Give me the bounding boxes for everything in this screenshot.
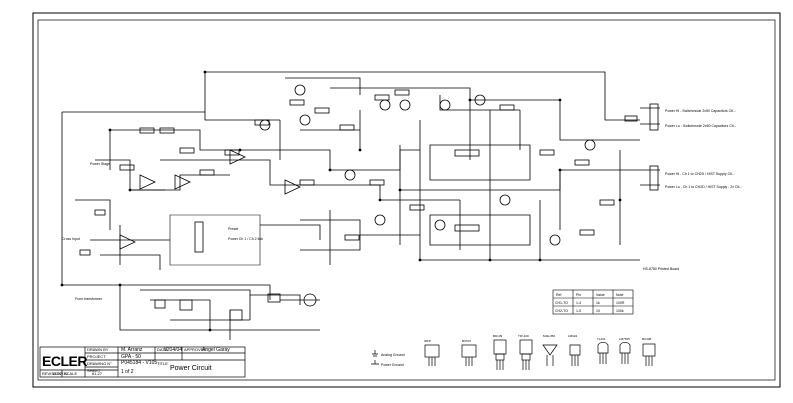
sheet-label: SHEET <box>87 368 101 373</box>
table-cell: 10 <box>596 309 600 313</box>
table-cell: 100R <box>616 301 625 305</box>
approved-label: APPROVED <box>184 347 207 352</box>
revision: 13.07/10 <box>52 371 68 376</box>
sheet: 1 of 2 <box>121 369 134 375</box>
date-label: DATE <box>157 347 168 352</box>
table-cell: CH2-TO <box>555 309 568 313</box>
legend-power-ground: Power Ground <box>381 363 404 367</box>
drawn-by-label: DRAWN BY <box>87 347 109 352</box>
note-ch-link: Power Ch 1 / Ch 2 link <box>228 237 263 241</box>
scale: 61.27 <box>92 371 103 376</box>
package-label: BC338 <box>642 337 652 341</box>
package-label: IRFP <box>424 339 431 343</box>
drawing-label: DRAWING N° <box>87 361 112 366</box>
title-block-frame <box>39 346 246 378</box>
component-clusters <box>79 89 638 321</box>
note-right-mid-1: Power Hi - Ch 1 to CH2D / HIST Supply Ct… <box>665 172 735 176</box>
inner-border <box>37 19 776 381</box>
outer-border <box>32 12 781 388</box>
note-power-stage: Power Stage <box>90 162 110 166</box>
drawing-number: P045184 - V105 <box>121 360 158 366</box>
table-header-3: Note <box>616 293 623 297</box>
package-row <box>424 339 656 370</box>
table-cell: CH1-TO <box>555 301 568 305</box>
title-label: TITLE <box>157 361 168 366</box>
project: GPA - 50 <box>121 354 141 360</box>
table-header-1: Pin <box>576 293 581 297</box>
table-cell: 1-4 <box>576 301 581 305</box>
note-pcb: HS-8780 Printed Board <box>643 267 679 271</box>
table-header-2: Value <box>596 293 605 297</box>
table-cell: 100k <box>616 309 624 313</box>
package-label: TIP-100 <box>518 334 529 338</box>
revision-label: REVISION <box>42 371 62 376</box>
note-preset: Preset <box>228 227 238 231</box>
drawn-by: M. Arranz <box>121 347 143 353</box>
drawing-title: Power Circuit <box>170 365 212 372</box>
note-right-mid-2: Power Lo - Ch 1 to CH2D / HIST Supply - … <box>665 185 742 189</box>
package-label: MJE-350 <box>543 334 555 338</box>
note-from-transformer: From transformer <box>75 297 103 301</box>
note-right-top-1: Power Hi - Switchmode 2x50 Capacitors Ct… <box>665 109 736 113</box>
package-label: BD139 <box>493 334 503 338</box>
date: 0204/04 <box>164 347 183 353</box>
schematic-wiring <box>61 71 660 340</box>
table-cell: 1-5 <box>576 309 581 313</box>
project-label: PROJECT <box>87 354 106 359</box>
note-right-top-2: Power Lo - Switchmode 2x50 Capacitors Ct… <box>665 124 736 128</box>
package-label: LM7815 <box>619 337 630 341</box>
package-label: BC547 <box>462 339 472 343</box>
spec-table <box>552 289 634 315</box>
active-devices <box>119 84 596 307</box>
junction-dots <box>60 70 622 332</box>
approved-by: Angel Garay <box>202 347 230 353</box>
output-connector <box>649 103 659 191</box>
package-label: TL431 <box>597 337 606 341</box>
table-cell: 1k <box>596 301 600 305</box>
package-label: LM324 <box>568 334 578 338</box>
company-logo: ECLER <box>42 353 87 369</box>
scale-label: SCALE <box>64 371 78 376</box>
note-input: Cross Input <box>62 237 80 241</box>
ground-legend <box>371 350 379 365</box>
table-header-0: Ref <box>556 293 561 297</box>
legend-analog-ground: Analog Ground <box>381 353 405 357</box>
